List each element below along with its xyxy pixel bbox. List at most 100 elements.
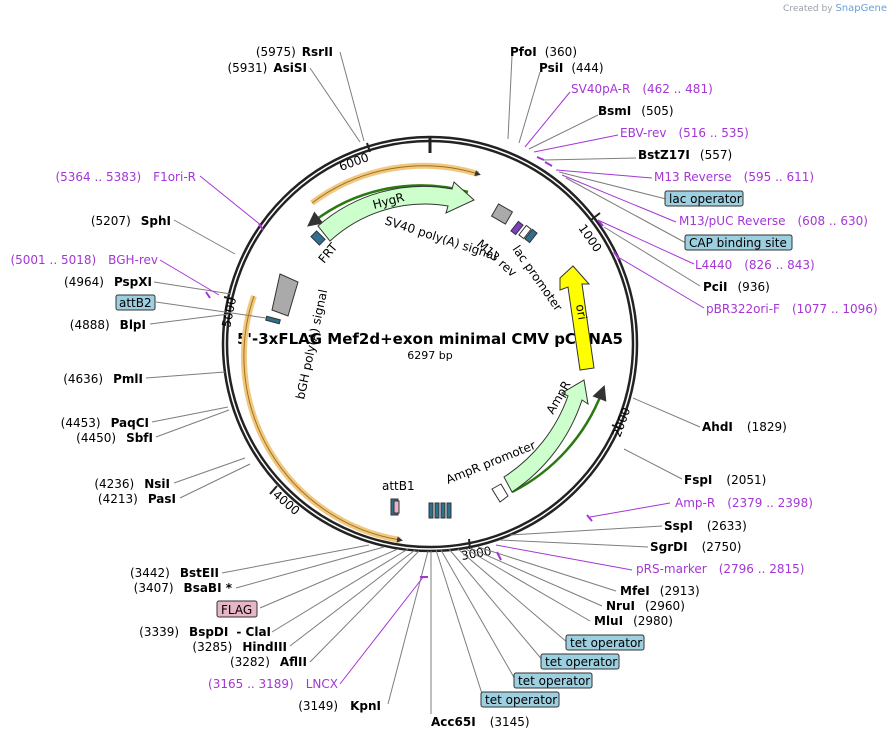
leader-kpni: [387, 550, 429, 705]
tick-label-6000: 6000: [337, 150, 370, 174]
primer-lncx: (3165 .. 3189)LNCX: [208, 677, 338, 691]
primer-f1orir: (5364 .. 5383)F1ori-R: [55, 170, 196, 184]
tick-2000: [611, 424, 623, 430]
box-tet2: [540, 653, 620, 670]
boxed-tet3: tet operator: [518, 674, 590, 688]
box-lac-operator: [664, 190, 744, 207]
leader-fspi: [623, 448, 683, 480]
tick-label-3000: 3000: [460, 544, 493, 563]
leader-pfoi: [507, 55, 513, 140]
primer-mark-bghrev: [205, 291, 211, 299]
box-tet3: [513, 672, 593, 689]
enzyme-rsrii: (5975)RsrII: [256, 45, 333, 59]
primer-bghrev: (5001 .. 5018)BGH-rev: [10, 253, 158, 267]
ori-label: ori: [573, 303, 589, 321]
attb1-label: attB1: [382, 479, 415, 493]
tick-label-2000: 2000: [610, 406, 634, 439]
leader-clai: [271, 548, 409, 633]
leader-flag: [259, 548, 399, 609]
leader-mlui: [465, 548, 591, 622]
enzyme-bstz17i: BstZ17I(557): [638, 148, 732, 162]
leader-paqci: [151, 406, 229, 423]
green-line-top: [307, 184, 469, 227]
leader-pbr322: [617, 256, 705, 309]
primer-sv40par: SV40pA-R(462 .. 481): [571, 82, 713, 96]
leader-nrui: [469, 547, 603, 607]
enzyme-bsteii: (3442)BstEII: [130, 566, 219, 580]
snapgene-logo: SnapGene: [835, 3, 887, 14]
branding-prefix: Created by: [783, 4, 833, 14]
primer-marks: [205, 156, 620, 578]
enzyme-sbfi: (4450)SbfI: [76, 431, 153, 445]
enzyme-sspi: SspI(2633): [664, 519, 747, 533]
leader-lines: [145, 51, 705, 714]
enzyme-bsmi: BsmI(505): [598, 104, 674, 118]
leader-mfei: [477, 546, 617, 592]
ori-feature: [559, 265, 595, 371]
tick-4000: [269, 485, 278, 495]
box-tet1: [565, 634, 645, 651]
leader-sgrdi: [499, 539, 649, 548]
boxed-cap-binding: CAP binding site: [689, 236, 787, 250]
enzyme-bsabi: (3407)BsaBI *: [134, 581, 233, 595]
leader-hindiii: [289, 549, 416, 647]
map-length: 6297 bp: [407, 349, 452, 362]
bgh-feature: [271, 273, 299, 317]
leader-bstz17i: [543, 157, 637, 161]
box-cap: [684, 234, 793, 251]
orange-arc-left-line: [243, 295, 403, 543]
leader-aflii: [309, 550, 420, 663]
amprpromoter-feature: [491, 483, 509, 503]
leader-sspi: [509, 525, 663, 536]
ampr-green-line: [511, 384, 607, 494]
lac-feature-a: [510, 220, 524, 236]
leader-tet3: [440, 549, 517, 682]
tet-operator-feature-2: [434, 502, 440, 519]
attb2-feature: [265, 315, 281, 325]
boxed-tet4: tet operator: [485, 693, 557, 707]
leader-ahdi: [632, 397, 701, 428]
leader-tet2: [448, 548, 545, 663]
leader-bsabi: [235, 546, 385, 589]
primer-mark-ampr: [586, 514, 593, 522]
enzyme-hindiii: (3285)HindIII: [192, 640, 287, 654]
leader-m13puc: [561, 174, 677, 223]
primer-ebvrev: EBV-rev(516 .. 535): [620, 126, 749, 140]
enzyme-mlui: MluI(2980): [594, 614, 673, 628]
enzyme-nsii: (4236)NsiI: [94, 477, 170, 491]
sv40-feature: [490, 203, 514, 225]
flag-feature: [393, 500, 400, 514]
leader-attb2: [155, 301, 267, 319]
leader-lacop: [558, 171, 667, 200]
leader-rsrii: [339, 51, 365, 142]
boxed-lac-operator: lac operator: [669, 192, 742, 206]
tet-operator-feature-4: [446, 502, 452, 519]
leader-cap: [565, 177, 687, 244]
primer-mark-f1orir: [258, 223, 264, 231]
primer-mark-sv40par: [536, 156, 545, 161]
leader-l4440: [599, 220, 695, 265]
leader-pmli: [145, 371, 226, 379]
enzyme-blpi: (4888)BlpI: [70, 318, 146, 332]
tet-operator-feature-1: [428, 502, 434, 519]
tet-operator-feature-3: [440, 502, 446, 519]
frt-feature: [310, 230, 326, 246]
boxed-attb2: attB2: [119, 296, 152, 310]
enzyme-paqci: (4453)PaqCI: [61, 416, 149, 430]
box-attb2: [115, 294, 156, 311]
map-title: 5'-3xFLAG Mef2d+exon minimal CMV pCDNA5: [237, 330, 623, 348]
primer-prsmarker: pRS-marker(2796 .. 2815): [636, 562, 804, 576]
enzyme-ahdi: AhdI(1829): [702, 420, 787, 434]
box-flag: [216, 600, 258, 618]
leader-ampr: [589, 502, 671, 518]
enzyme-kpni: (3149)KpnI: [298, 699, 381, 713]
box-tet4: [480, 691, 560, 708]
leader-blpi: [149, 313, 230, 325]
primer-mark-prs: [496, 551, 502, 561]
enzyme-pmli: (4636)PmlI: [63, 372, 143, 386]
tick-3000: [468, 538, 471, 550]
enzyme-pspxi: (4964)PspXI: [64, 275, 152, 289]
leader-nsii: [173, 457, 246, 484]
primer-l4440: L4440(826 .. 843): [695, 258, 815, 272]
enzyme-pfoi: PfoI(360): [510, 45, 577, 59]
